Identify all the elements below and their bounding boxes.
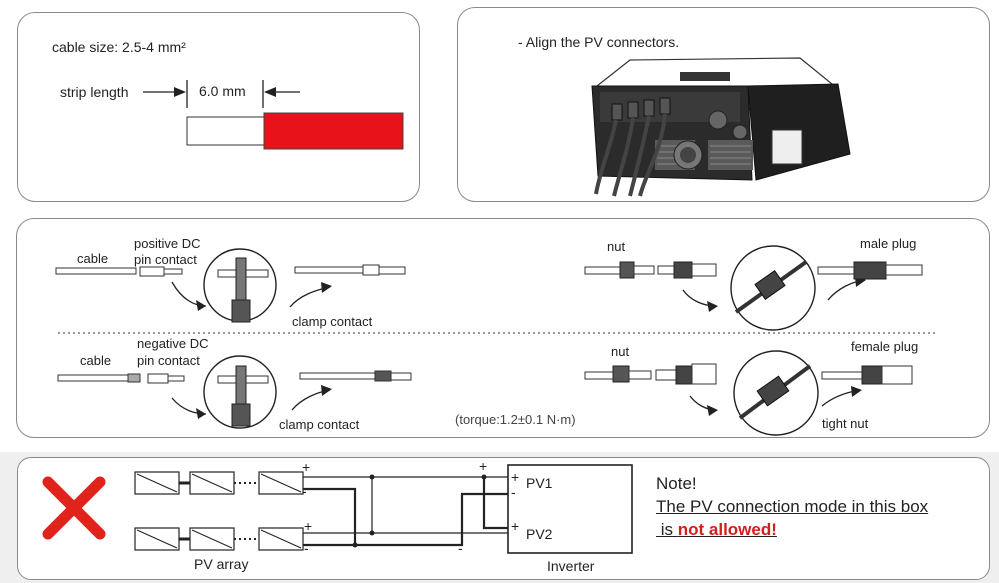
note-line-2-prefix: is <box>656 520 678 539</box>
pv-array-label: PV array <box>194 556 249 572</box>
negative-clamp-label: clamp contact <box>279 417 360 432</box>
cross-icon <box>42 476 106 540</box>
plus-sign: + <box>511 469 520 485</box>
plus-sign: + <box>302 459 311 475</box>
tight-nut-label: tight nut <box>822 416 869 431</box>
male-plug-label: male plug <box>860 236 917 251</box>
cable-strip-panel <box>17 12 420 202</box>
align-instruction: - Align the PV connectors. <box>518 34 680 50</box>
female-plug-label: female plug <box>851 339 919 354</box>
note-title: Note! <box>656 474 697 493</box>
positive-clamp-label: clamp contact <box>292 314 373 329</box>
strip-length-label: strip length <box>60 84 129 100</box>
note-line-2: is not allowed! <box>656 520 777 540</box>
minus-sign: - <box>302 483 307 499</box>
negative-pin-label-1: negative DC <box>137 336 209 351</box>
plus-sign: + <box>304 518 313 534</box>
minus-sign: - <box>458 540 463 556</box>
pv2-label: PV2 <box>526 526 553 542</box>
inverter-label: Inverter <box>547 558 595 574</box>
not-allowed-text: not allowed! <box>677 520 777 539</box>
positive-pin-label-1: positive DC <box>134 236 201 251</box>
minus-sign: - <box>304 540 309 556</box>
torque-label: (torque:1.2±0.1 N·m) <box>455 412 576 427</box>
minus-sign: - <box>511 484 516 500</box>
positive-pin-label-2: pin contact <box>134 252 197 267</box>
plus-sign: + <box>511 518 520 534</box>
positive-cable-label: cable <box>77 251 109 266</box>
male-nut-label: nut <box>607 239 626 254</box>
negative-cable-label: cable <box>80 353 112 368</box>
note-line-1: The PV connection mode in this box <box>656 497 929 516</box>
female-nut-label: nut <box>611 344 630 359</box>
negative-pin-label-2: pin contact <box>137 353 200 368</box>
strip-length-value: 6.0 mm <box>199 83 246 99</box>
cable-size-label: cable size: 2.5-4 mm² <box>52 39 186 55</box>
plus-sign: + <box>479 458 488 474</box>
pv1-label: PV1 <box>526 475 553 491</box>
